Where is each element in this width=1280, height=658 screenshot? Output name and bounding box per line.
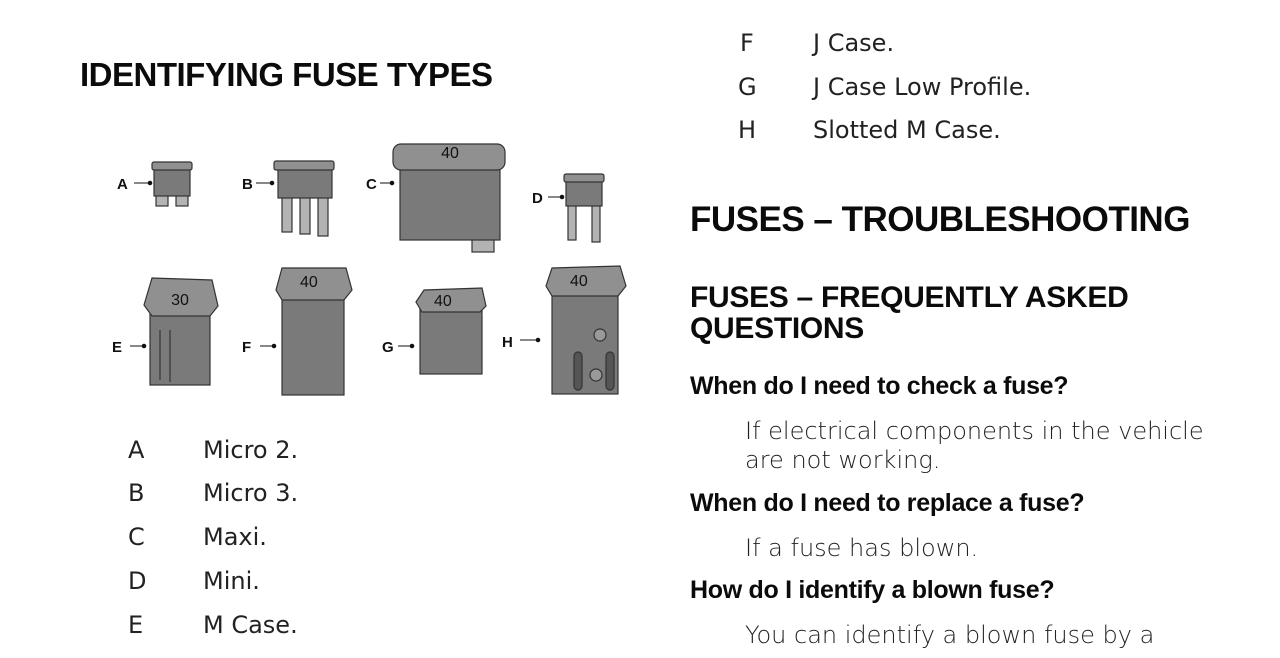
fuse-g-jcase-low <box>415 287 487 375</box>
list-letter: H <box>738 116 757 144</box>
list-label: Mini. <box>203 567 260 595</box>
rating-h: 40 <box>570 273 588 290</box>
callout-h: H <box>502 334 513 351</box>
callout-d: D <box>532 190 543 207</box>
callout-f: F <box>242 339 251 356</box>
subsection-title: FUSES – FREQUENTLY ASKED QUESTIONS <box>690 281 1129 345</box>
faq-answer: You can identify a blown fuse by a <box>745 621 1155 649</box>
callout-c: C <box>366 176 377 193</box>
subsection-title-line: QUESTIONS <box>690 312 864 345</box>
fuse-h-slotted-mcase <box>545 265 627 395</box>
rating-f: 40 <box>300 274 318 291</box>
faq-question: How do I identify a blown fuse? <box>690 576 1055 604</box>
list-label: Micro 3. <box>203 479 299 507</box>
callout-b: B <box>242 176 253 193</box>
fuse-b-micro3 <box>273 160 335 237</box>
fuse-d-mini <box>563 173 605 243</box>
faq-question: When do I need to replace a fuse? <box>690 489 1085 517</box>
page-title: IDENTIFYING FUSE TYPES <box>80 56 493 93</box>
faq-answer: If electrical components in the vehicle … <box>745 417 1204 475</box>
list-letter: D <box>128 567 147 595</box>
fuse-a-micro2 <box>151 161 193 207</box>
list-letter: C <box>128 523 145 551</box>
faq-question: When do I need to check a fuse? <box>690 372 1069 400</box>
fuse-f-jcase <box>275 267 353 396</box>
list-label: M Case. <box>203 611 298 639</box>
fuse-types-figure: 40 30 40 40 40 A B C D E F G H <box>112 143 627 396</box>
list-letter: A <box>128 436 145 464</box>
section-title: FUSES – TROUBLESHOOTING <box>690 200 1190 239</box>
list-label: Micro 2. <box>203 436 299 464</box>
list-letter: F <box>740 29 754 57</box>
answer-line: If electrical components in the vehicle <box>745 417 1204 445</box>
callout-e: E <box>112 339 122 356</box>
callout-a: A <box>117 176 128 193</box>
fuse-c-maxi <box>392 143 506 253</box>
rating-c: 40 <box>441 145 459 162</box>
list-label: J Case Low Profile. <box>813 73 1032 101</box>
callout-g: G <box>382 339 394 356</box>
list-label: Slotted M Case. <box>813 116 1001 144</box>
list-label: J Case. <box>813 29 895 57</box>
list-letter: E <box>128 611 144 639</box>
subsection-title-line: FUSES – FREQUENTLY ASKED <box>690 281 1129 314</box>
rating-e: 30 <box>171 292 189 309</box>
faq-answer: If a fuse has blown. <box>745 534 979 562</box>
list-letter: G <box>738 73 757 101</box>
fuse-e-mcase <box>143 277 219 386</box>
answer-line: are not working. <box>745 446 941 474</box>
list-letter: B <box>128 479 145 507</box>
rating-g: 40 <box>434 293 452 310</box>
list-label: Maxi. <box>203 523 267 551</box>
